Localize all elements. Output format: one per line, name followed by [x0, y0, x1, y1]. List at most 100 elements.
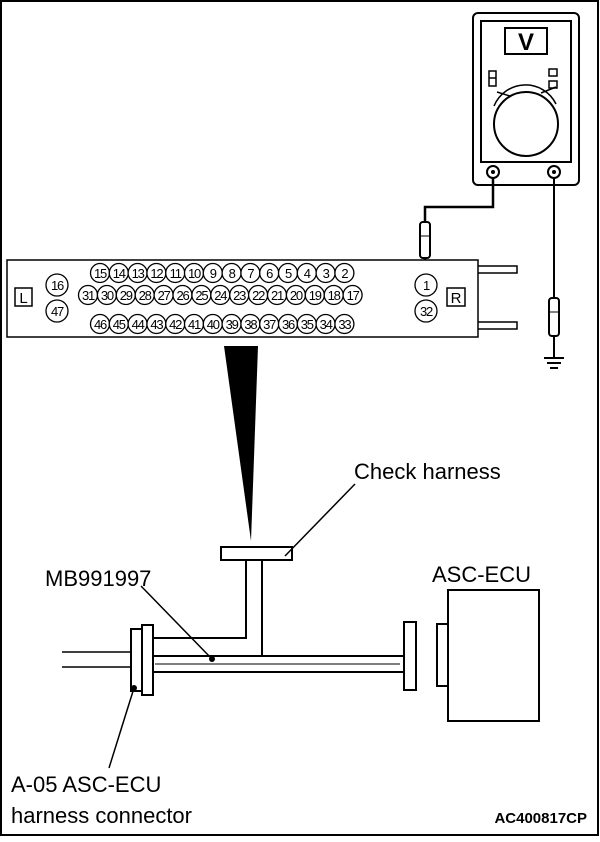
pin-8: 8 — [221, 262, 242, 284]
ground-icon — [544, 357, 564, 369]
connector-left-label: L — [19, 290, 27, 307]
leader-a05-connector — [108, 687, 135, 769]
pin-label: 38 — [244, 317, 257, 332]
check-harness — [149, 546, 405, 673]
pin-3: 3 — [315, 262, 336, 284]
pin-43: 43 — [146, 313, 167, 335]
meter-switch-top — [548, 68, 558, 77]
connector-lug-top — [478, 265, 518, 274]
connector-right-label: R — [451, 290, 462, 307]
pin-26: 26 — [172, 284, 193, 306]
pin-34: 34 — [315, 313, 336, 335]
pin-label: 34 — [320, 317, 333, 332]
pin-label: 1 — [423, 278, 430, 293]
pin-7: 7 — [240, 262, 261, 284]
pin-circle — [414, 273, 438, 297]
meter-display — [504, 27, 548, 55]
pin-label: 47 — [51, 304, 64, 319]
pin-20: 20 — [285, 284, 307, 306]
pin-label: 23 — [233, 288, 246, 303]
pin-label: 2 — [341, 266, 348, 281]
vehicle-harness-wires — [62, 651, 132, 668]
pin-17: 17 — [342, 284, 363, 306]
pin-9: 9 — [202, 262, 223, 284]
pin-24: 24 — [210, 284, 231, 306]
pin-label: 22 — [252, 288, 265, 303]
pin-label: 18 — [328, 288, 341, 303]
pin-16: 16 — [45, 273, 69, 297]
pin-6: 6 — [259, 262, 280, 284]
pin-label: 44 — [132, 317, 145, 332]
pin-label: 27 — [158, 288, 171, 303]
connector-label-line2: harness connector — [11, 803, 192, 828]
pin-19: 19 — [304, 284, 325, 306]
pin-label: 13 — [132, 266, 145, 281]
pin-label: 17 — [347, 288, 360, 303]
connector-left-marker — [14, 287, 33, 307]
pin-label: 3 — [323, 266, 330, 281]
pin-label: 29 — [120, 288, 133, 303]
connector-right-marker — [446, 287, 466, 307]
pin-label: 20 — [290, 288, 303, 303]
pin-label: 41 — [188, 317, 201, 332]
negative-probe — [544, 178, 564, 369]
pin-label: 31 — [82, 288, 95, 303]
pin-label: 26 — [176, 288, 189, 303]
pin-38: 38 — [240, 313, 261, 335]
pin-circle — [45, 273, 69, 297]
pin-14: 14 — [108, 262, 129, 284]
asc-ecu-label: ASC-ECU — [432, 562, 531, 587]
pin-label: 4 — [304, 266, 311, 281]
pin-37: 37 — [259, 313, 280, 335]
voltmeter: V — [472, 12, 580, 186]
pin-label: 28 — [139, 288, 152, 303]
asc-ecu-unit — [447, 589, 540, 722]
pin-label: 46 — [94, 317, 107, 332]
pin-44: 44 — [127, 313, 148, 335]
pin-label: 43 — [150, 317, 163, 332]
figure-code: AC400817CP — [494, 810, 587, 827]
pin-label: 7 — [247, 266, 254, 281]
pin-29: 29 — [115, 284, 136, 306]
check-harness-label: Check harness — [354, 459, 501, 484]
pin-42: 42 — [165, 313, 186, 335]
pin-30: 30 — [96, 284, 118, 306]
pin-label: 33 — [338, 317, 351, 332]
pin-15: 15 — [89, 262, 111, 284]
pin-label: 10 — [188, 266, 201, 281]
pointer-wedge — [224, 346, 258, 541]
pin-25: 25 — [191, 284, 212, 306]
pin-label: 21 — [271, 288, 284, 303]
pin-label: 32 — [420, 304, 433, 319]
pin-label: 19 — [309, 288, 322, 303]
pin-label: 6 — [266, 266, 273, 281]
pin-32: 32 — [414, 299, 438, 323]
pin-47: 47 — [45, 299, 69, 323]
pin-circle — [414, 299, 438, 323]
pin-40: 40 — [202, 313, 223, 335]
pin-label: 36 — [282, 317, 295, 332]
pin-label: 5 — [285, 266, 292, 281]
pin-36: 36 — [277, 313, 299, 335]
pin-45: 45 — [108, 313, 129, 335]
a05-harness-connector — [130, 624, 154, 696]
pin-circle — [45, 299, 69, 323]
pin-35: 35 — [296, 313, 317, 335]
pin-label: 40 — [207, 317, 220, 332]
pin-28: 28 — [134, 284, 155, 306]
pin-label: 12 — [150, 266, 163, 281]
pin-circle — [342, 284, 363, 306]
pin-41: 41 — [183, 313, 205, 335]
pin-4: 4 — [296, 262, 317, 284]
pin-2: 2 — [334, 262, 355, 284]
pin-5: 5 — [277, 262, 299, 284]
pin-39: 39 — [221, 313, 242, 335]
pin-23: 23 — [229, 284, 250, 306]
pin-label: 30 — [101, 288, 114, 303]
pin-label: 11 — [170, 266, 182, 281]
